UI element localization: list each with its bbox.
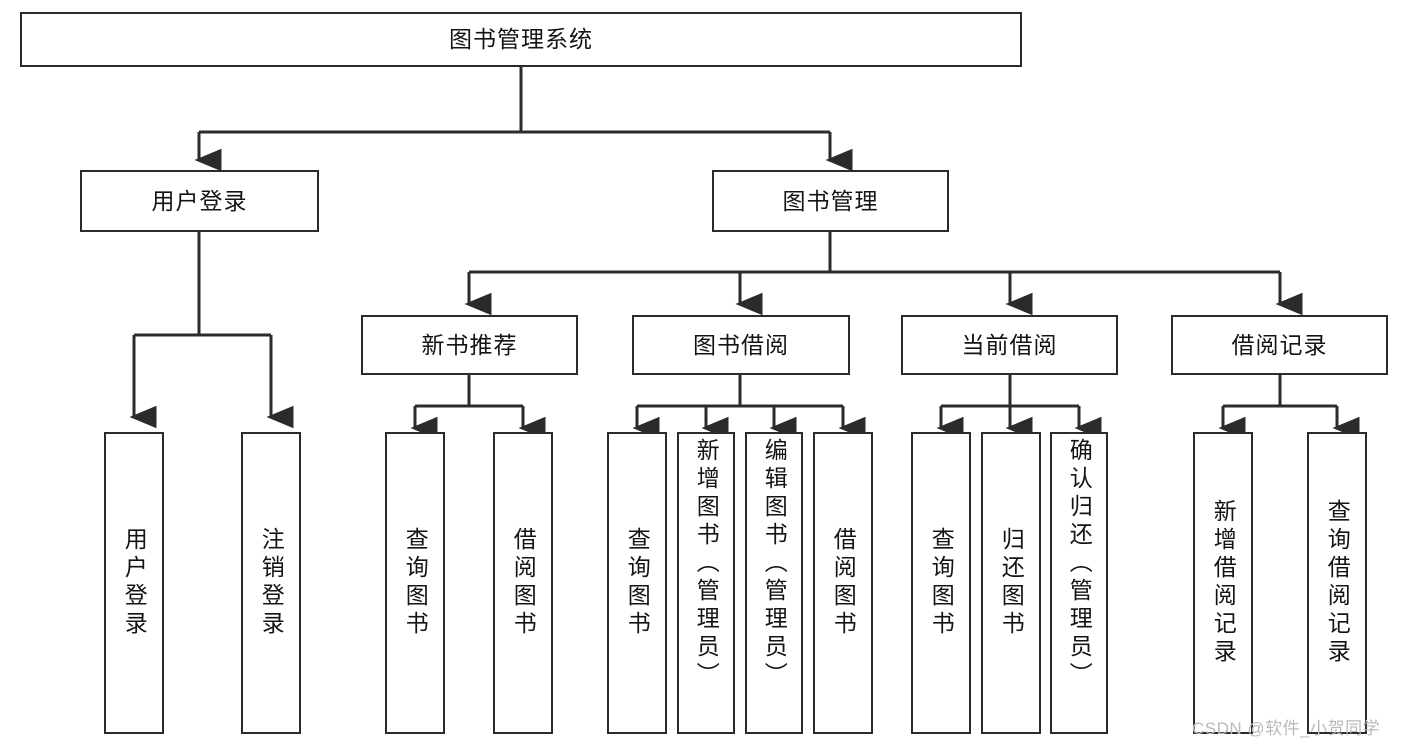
node-leaf-edit-book[interactable]: 编辑图书（管理员）	[745, 432, 803, 734]
node-new-book-recommend[interactable]: 新书推荐	[361, 315, 578, 375]
node-root[interactable]: 图书管理系统	[20, 12, 1022, 67]
node-leaf-edit-book-label: 编辑图书（管理员）	[761, 438, 788, 690]
node-root-label: 图书管理系统	[449, 26, 593, 53]
node-leaf-query-record-label: 查询借阅记录	[1324, 499, 1351, 667]
node-borrow-record[interactable]: 借阅记录	[1171, 315, 1388, 375]
node-leaf-borrow-book-1-label: 借阅图书	[510, 527, 537, 639]
node-borrow-record-label: 借阅记录	[1231, 331, 1328, 358]
node-leaf-confirm-return[interactable]: 确认归还（管理员）	[1050, 432, 1108, 734]
node-leaf-confirm-return-label: 确认归还（管理员）	[1066, 438, 1093, 690]
node-leaf-return-book[interactable]: 归还图书	[981, 432, 1041, 734]
node-book-manage[interactable]: 图书管理	[712, 170, 949, 232]
node-current-borrow[interactable]: 当前借阅	[901, 315, 1118, 375]
node-leaf-borrow-book-2[interactable]: 借阅图书	[813, 432, 873, 734]
node-leaf-add-book-label: 新增图书（管理员）	[693, 438, 720, 690]
node-leaf-borrow-book-1[interactable]: 借阅图书	[493, 432, 553, 734]
node-leaf-add-record-label: 新增借阅记录	[1210, 499, 1237, 667]
node-leaf-user-login[interactable]: 用户登录	[104, 432, 164, 734]
node-user-login[interactable]: 用户登录	[80, 170, 319, 232]
node-leaf-query-book-3[interactable]: 查询图书	[911, 432, 971, 734]
node-user-login-label: 用户登录	[151, 187, 248, 214]
node-leaf-query-book-2[interactable]: 查询图书	[607, 432, 667, 734]
node-leaf-user-logout[interactable]: 注销登录	[241, 432, 301, 734]
node-book-manage-label: 图书管理	[782, 187, 879, 214]
node-current-borrow-label: 当前借阅	[961, 331, 1058, 358]
node-leaf-query-record[interactable]: 查询借阅记录	[1307, 432, 1367, 734]
node-book-borrow[interactable]: 图书借阅	[632, 315, 850, 375]
node-leaf-add-record[interactable]: 新增借阅记录	[1193, 432, 1253, 734]
node-new-book-recommend-label: 新书推荐	[421, 331, 518, 358]
node-leaf-query-book-1[interactable]: 查询图书	[385, 432, 445, 734]
node-leaf-add-book[interactable]: 新增图书（管理员）	[677, 432, 735, 734]
node-book-borrow-label: 图书借阅	[693, 331, 789, 358]
node-leaf-query-book-2-label: 查询图书	[624, 527, 651, 639]
node-leaf-query-book-3-label: 查询图书	[928, 527, 955, 639]
node-leaf-user-logout-label: 注销登录	[258, 527, 285, 639]
node-leaf-borrow-book-2-label: 借阅图书	[830, 527, 857, 639]
node-leaf-user-login-label: 用户登录	[121, 527, 148, 639]
node-leaf-return-book-label: 归还图书	[998, 527, 1025, 639]
node-leaf-query-book-1-label: 查询图书	[402, 527, 429, 639]
csdn-watermark: CSDN @软件_小贺同学	[1192, 719, 1381, 738]
